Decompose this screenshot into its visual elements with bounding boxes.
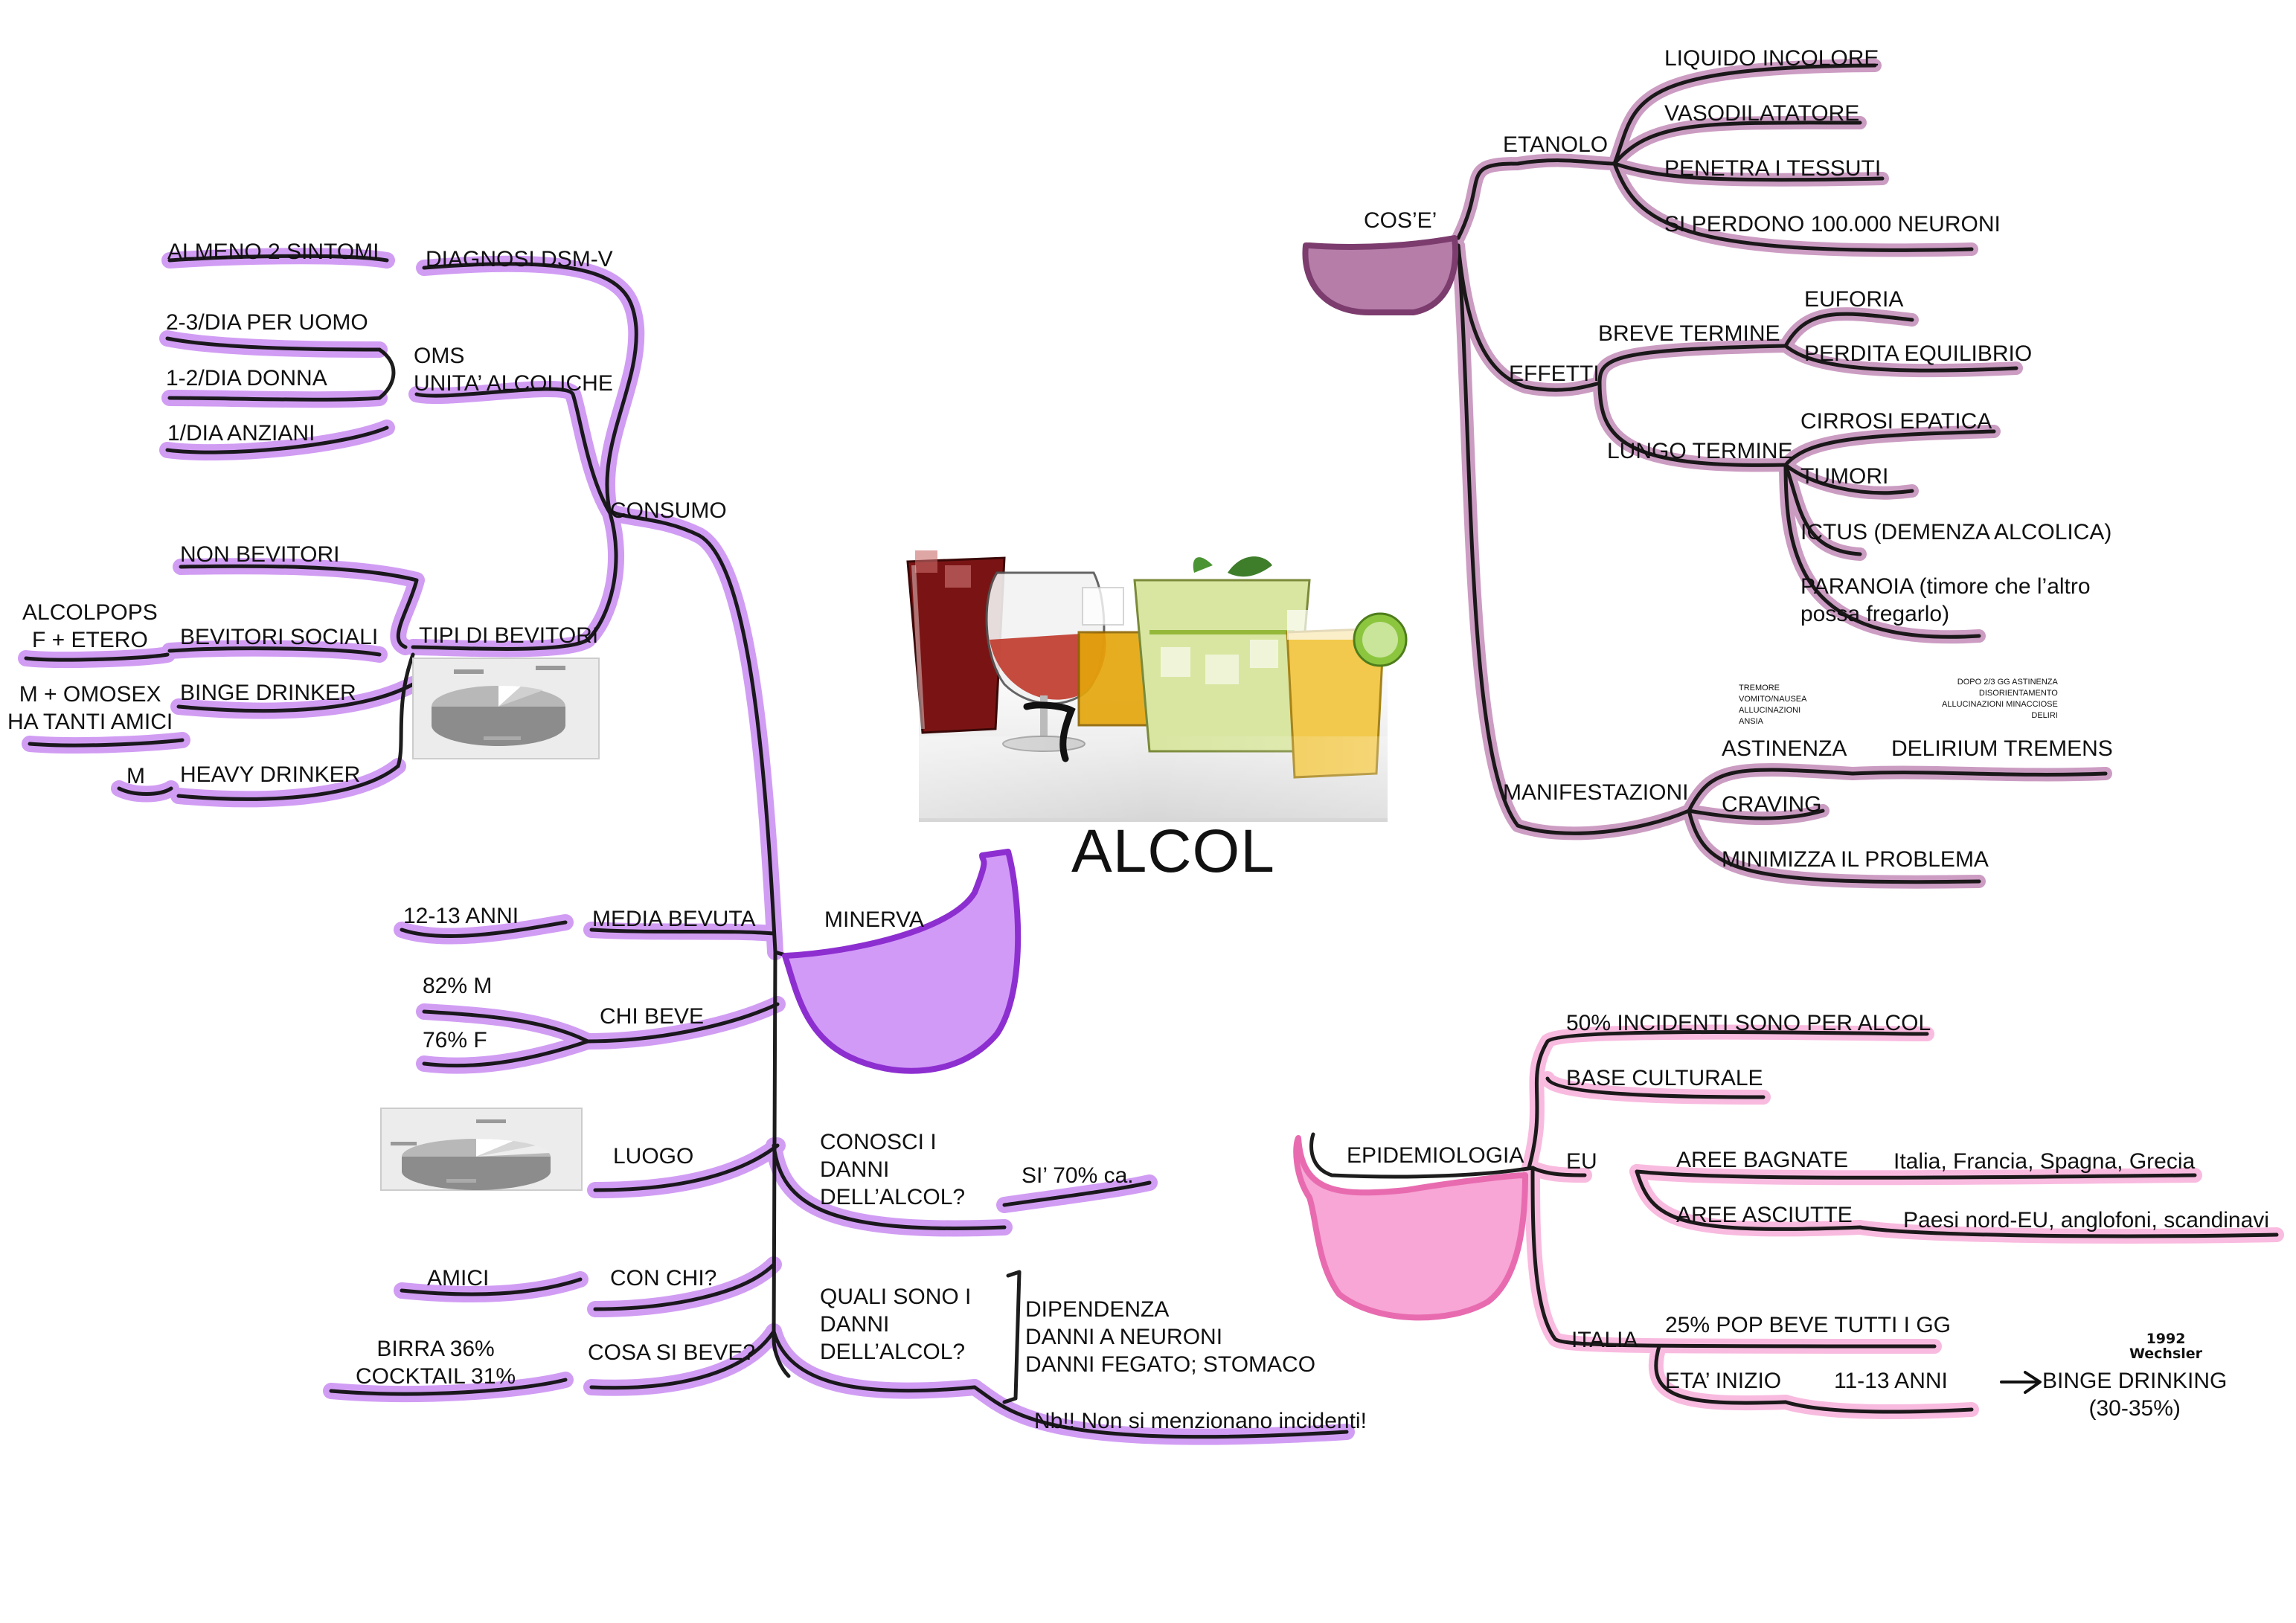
node-almeno: ALMENO 2 SINTOMI xyxy=(167,240,379,264)
node-incidenti: 50% INCIDENTI SONO PER ALCOL xyxy=(1566,1011,1931,1035)
node-chi-beve: CHI BEVE xyxy=(600,1004,705,1029)
node-bevitori-sociali: BEVITORI SOCIALI xyxy=(180,625,379,649)
node-aree-asciutte: AREE ASCIUTTE xyxy=(1676,1203,1853,1227)
drinks-illustration xyxy=(906,550,1408,822)
node-sintomi-astinenza: TREMORE VOMITO/NAUSEA ALLUCINAZIONI ANSI… xyxy=(1739,684,1807,726)
node-minerva: MINERVA xyxy=(824,907,924,932)
node-epidemiologia: EPIDEMIOLOGIA xyxy=(1347,1143,1524,1168)
node-m82: 82% M xyxy=(423,974,493,998)
node-non-bevitori: NON BEVITORI xyxy=(180,542,340,567)
minerva-cup xyxy=(782,849,1022,1074)
pie-chart-luogo xyxy=(380,1108,583,1191)
node-astinenza: ASTINENZA xyxy=(1722,736,1847,761)
node-quali: QUALI SONO I DANNI DELL’ALCOL? xyxy=(820,1285,972,1364)
node-wechsler-note: 1992 Wechsler xyxy=(2129,1331,2203,1362)
node-euforia: EUFORIA xyxy=(1804,287,1904,312)
cose-branch xyxy=(1302,59,2112,889)
node-anziani: 1/DIA ANZIANI xyxy=(167,421,315,446)
node-eu: EU xyxy=(1566,1149,1597,1174)
cose-cup xyxy=(1302,235,1459,315)
node-binge-drinking: BINGE DRINKING (30-35%) xyxy=(2042,1369,2228,1421)
node-breve-termine: BREVE TERMINE xyxy=(1598,321,1780,346)
node-aree-bagnate: AREE BAGNATE xyxy=(1676,1148,1849,1172)
node-liquido: LIQUIDO INCOLORE xyxy=(1664,46,1879,71)
epidemiologia-branch xyxy=(1293,1024,2284,1419)
node-tipi-bevitori: TIPI DI BEVITORI xyxy=(419,623,599,648)
node-con-chi: CON CHI? xyxy=(610,1266,717,1291)
node-ictus: ICTUS (DEMENZA ALCOLICA) xyxy=(1800,520,2112,544)
node-manifestazioni: MANIFESTAZIONI xyxy=(1503,780,1689,805)
epidemiologia-cup xyxy=(1293,1135,1528,1321)
node-alcolpops: ALCOLPOPS F + ETERO xyxy=(22,600,158,652)
arrow-binge xyxy=(2000,1371,2042,1394)
node-oms: OMS UNITA’ ALCOLICHE xyxy=(414,344,613,396)
node-italia: ITALIA xyxy=(1571,1328,1638,1352)
node-penetra: PENETRA I TESSUTI xyxy=(1664,156,1882,181)
node-si70: SI’ 70% ca. xyxy=(1022,1163,1134,1188)
node-effetti: EFFETTI xyxy=(1509,361,1600,386)
node-amici: AMICI xyxy=(427,1266,490,1291)
node-uomo: 2-3/DIA PER UOMO xyxy=(166,310,368,335)
node-diagnosi: DIAGNOSI DSM-V xyxy=(426,247,613,271)
node-nb: Nb!! Non si menzionano incidenti! xyxy=(1034,1409,1367,1433)
node-conosci: CONOSCI I DANNI DELL’ALCOL? xyxy=(820,1130,966,1209)
consumo-branch xyxy=(18,248,1355,1445)
node-cosa-si-beve: COSA SI BEVE? xyxy=(588,1340,756,1365)
node-perdita-equilibrio: PERDITA EQUILIBRIO xyxy=(1804,341,2033,366)
node-cose: COS’E’ xyxy=(1364,208,1437,233)
node-etanolo: ETANOLO xyxy=(1503,132,1609,157)
node-vasodilatatore: VASODILATATORE xyxy=(1664,101,1860,126)
node-binge-drinker: BINGE DRINKER xyxy=(180,681,356,705)
node-neuroni: SI PERDONO 100.000 NEURONI xyxy=(1664,212,2001,237)
node-eta: 12-13 ANNI xyxy=(403,904,519,928)
node-media-bevuta: MEDIA BEVUTA xyxy=(592,907,756,931)
node-birra: BIRRA 36% COCKTAIL 31% xyxy=(356,1337,516,1389)
node-anni: 11-13 ANNI xyxy=(1834,1369,1948,1393)
node-omosex: M + OMOSEX HA TANTI AMICI xyxy=(7,682,173,734)
node-f76: 76% F xyxy=(423,1028,487,1052)
node-pop: 25% POP BEVE TUTTI I GG xyxy=(1665,1313,1952,1337)
node-lungo-termine: LUNGO TERMINE xyxy=(1607,439,1793,463)
node-bagnate-paesi: Italia, Francia, Spagna, Grecia xyxy=(1893,1149,2196,1174)
node-sintomi-delirium: DOPO 2/3 GG ASTINENZA DISORIENTAMENTO AL… xyxy=(1942,678,2058,720)
node-asciutte-paesi: Paesi nord-EU, anglofoni, scandinavi xyxy=(1903,1208,2269,1232)
node-delirium: DELIRIUM TREMENS xyxy=(1891,736,2113,761)
node-luogo: LUOGO xyxy=(613,1144,694,1169)
node-base-culturale: BASE CULTURALE xyxy=(1566,1066,1763,1090)
page-title: ALCOL xyxy=(1071,817,1275,885)
node-minimizza: MINIMIZZA IL PROBLEMA xyxy=(1722,847,1989,872)
node-tumori: TUMORI xyxy=(1800,464,1889,489)
handwritten-7-mark xyxy=(1023,701,1076,762)
node-heavy-drinker: HEAVY DRINKER xyxy=(180,762,361,787)
node-paranoia: PARANOIA (timore che l’altro possa frega… xyxy=(1800,574,2091,626)
node-danni: DIPENDENZA DANNI A NEURONI DANNI FEGATO;… xyxy=(1025,1297,1316,1377)
node-eta-inizio: ETA’ INIZIO xyxy=(1665,1369,1782,1393)
node-craving: CRAVING xyxy=(1722,792,1822,817)
cola-glass-icon xyxy=(906,556,1006,734)
pie-chart-tipi-bevitori xyxy=(412,658,600,759)
node-donna: 1-2/DIA DONNA xyxy=(166,366,327,391)
node-m: M xyxy=(126,764,145,788)
node-consumo: CONSUMO xyxy=(610,498,727,523)
node-cirrosi: CIRROSI EPATICA xyxy=(1800,409,1992,434)
